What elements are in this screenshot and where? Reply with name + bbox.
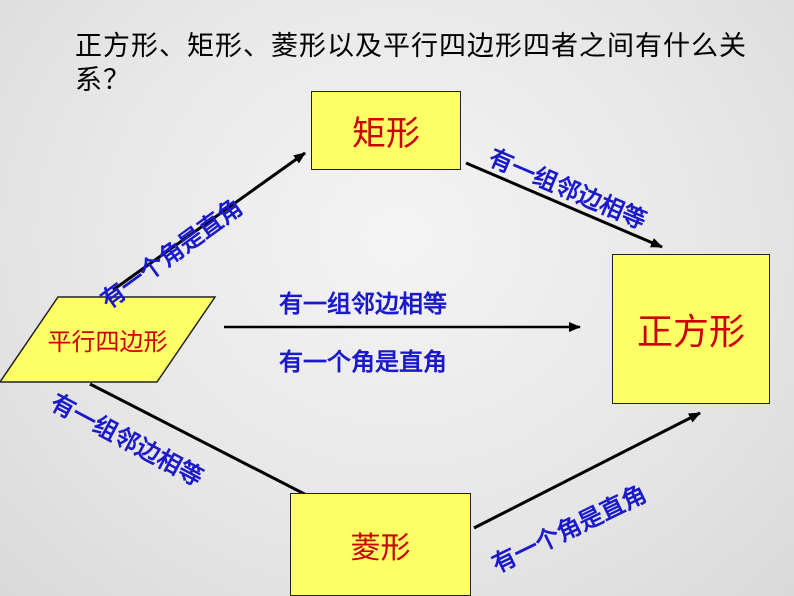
page-title: 正方形、矩形、菱形以及平行四边形四者之间有什么关系？ [75, 31, 747, 96]
rhombus-node: 菱形 [290, 493, 471, 596]
edge-label-para-to-square-bottom: 有一个角是直角 [279, 348, 447, 376]
parallelogram-shape [0, 296, 217, 383]
rectangle-label: 矩形 [352, 114, 420, 154]
rhombus-label: 菱形 [350, 530, 411, 566]
square-node: 正方形 [612, 254, 770, 404]
arrow-para-to-rhombus [89, 382, 323, 505]
arrow-para-to-rect [112, 151, 306, 292]
square-label: 正方形 [636, 312, 745, 353]
rectangle-node: 矩形 [311, 91, 461, 170]
arrow-rhombus-to-square [473, 411, 701, 530]
edge-label-para-to-square-top: 有一组邻边相等 [279, 290, 447, 318]
parallelogram-label: 平行四边形 [47, 327, 168, 356]
parallelogram-node: 平行四边形 [0, 295, 215, 383]
arrow-rect-to-square [465, 161, 663, 249]
